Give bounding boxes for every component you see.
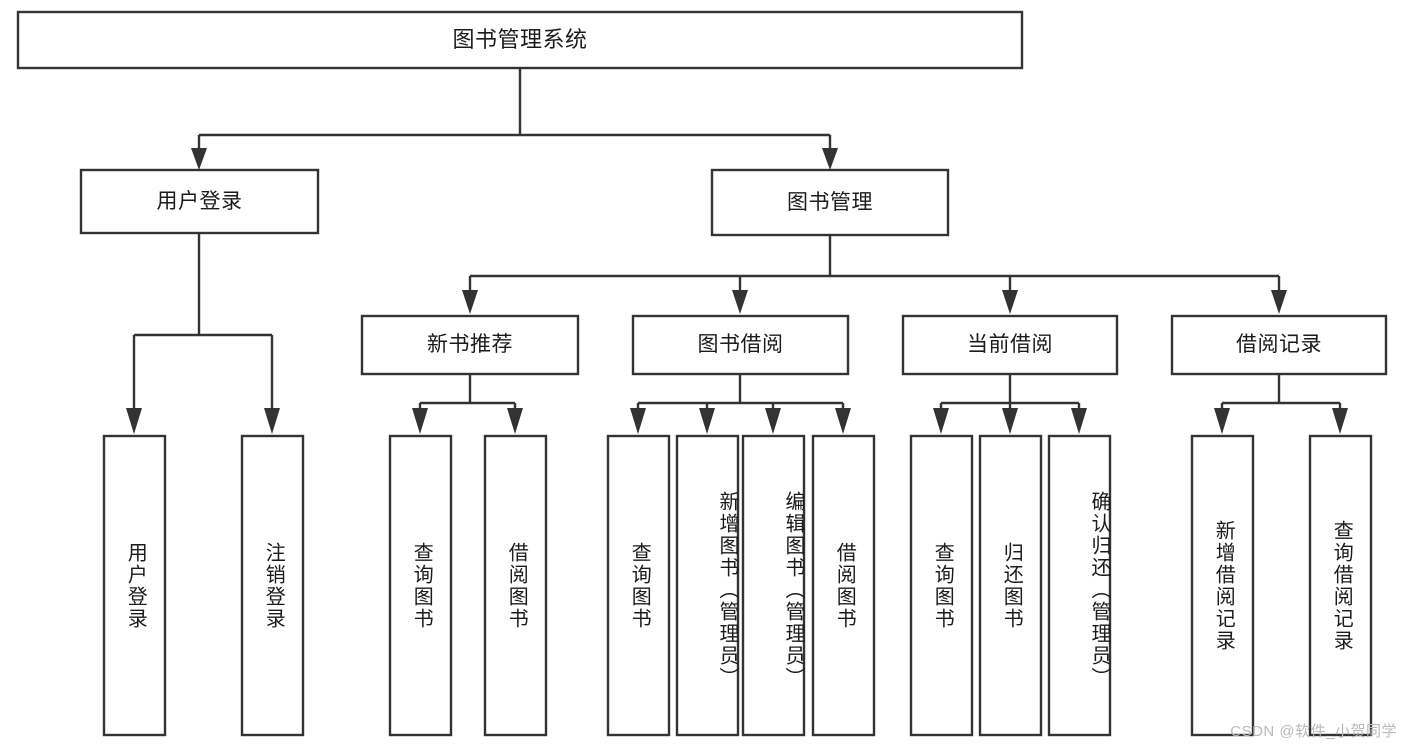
node-box-leaf-add-record[interactable]	[1190, 434, 1255, 737]
node-box-root[interactable]	[16, 10, 1024, 70]
node-box-leaf-edit-book[interactable]	[741, 434, 806, 737]
node-box-leaf-add-book[interactable]	[675, 434, 740, 737]
arrow-head-leaf-add-record	[1214, 408, 1230, 434]
arrow-head-leaf-confirm-return	[1071, 408, 1087, 434]
node-box-user-login[interactable]	[79, 168, 320, 235]
node-box-leaf-confirm-return[interactable]	[1047, 434, 1112, 737]
arrow-head-leaf-logout	[264, 408, 280, 434]
arrow-head-leaf-return-book	[1002, 408, 1018, 434]
arrow-head-leaf-edit-book	[765, 408, 781, 434]
arrow-head-leaf-query-book-1	[412, 408, 428, 434]
arrow-head-leaf-query-book-3	[933, 408, 949, 434]
node-box-leaf-borrow-book-1[interactable]	[483, 434, 548, 737]
node-box-current-borrow[interactable]	[901, 314, 1119, 376]
node-box-new-book-recommend[interactable]	[360, 314, 580, 376]
arrow-head-leaf-query-record	[1332, 408, 1348, 434]
node-box-leaf-query-book-3[interactable]	[909, 434, 974, 737]
node-box-book-borrow[interactable]	[631, 314, 850, 376]
node-box-leaf-query-book-1[interactable]	[388, 434, 453, 737]
node-box-book-manage[interactable]	[710, 168, 950, 237]
arrow-head-leaf-query-book-2	[630, 408, 646, 434]
arrow-head-book-borrow	[732, 290, 748, 314]
arrow-head-borrow-record	[1271, 290, 1287, 314]
arrow-head-book-manage	[822, 148, 838, 170]
arrow-head-leaf-user-login	[126, 408, 142, 434]
node-box-leaf-return-book[interactable]	[978, 434, 1043, 737]
arrow-head-user-login	[191, 148, 207, 170]
node-box-leaf-logout[interactable]	[240, 434, 305, 737]
arrow-head-current-borrow	[1002, 290, 1018, 314]
node-box-leaf-query-record[interactable]	[1308, 434, 1373, 737]
arrow-head-leaf-borrow-book-2	[835, 408, 851, 434]
arrow-head-leaf-borrow-book-1	[507, 408, 523, 434]
node-box-borrow-record[interactable]	[1170, 314, 1388, 376]
node-box-leaf-borrow-book-2[interactable]	[811, 434, 876, 737]
node-box-leaf-query-book-2[interactable]	[606, 434, 671, 737]
arrow-head-leaf-add-book	[699, 408, 715, 434]
arrow-head-new-book-recommend	[462, 290, 478, 314]
node-box-leaf-user-login[interactable]	[102, 434, 167, 737]
